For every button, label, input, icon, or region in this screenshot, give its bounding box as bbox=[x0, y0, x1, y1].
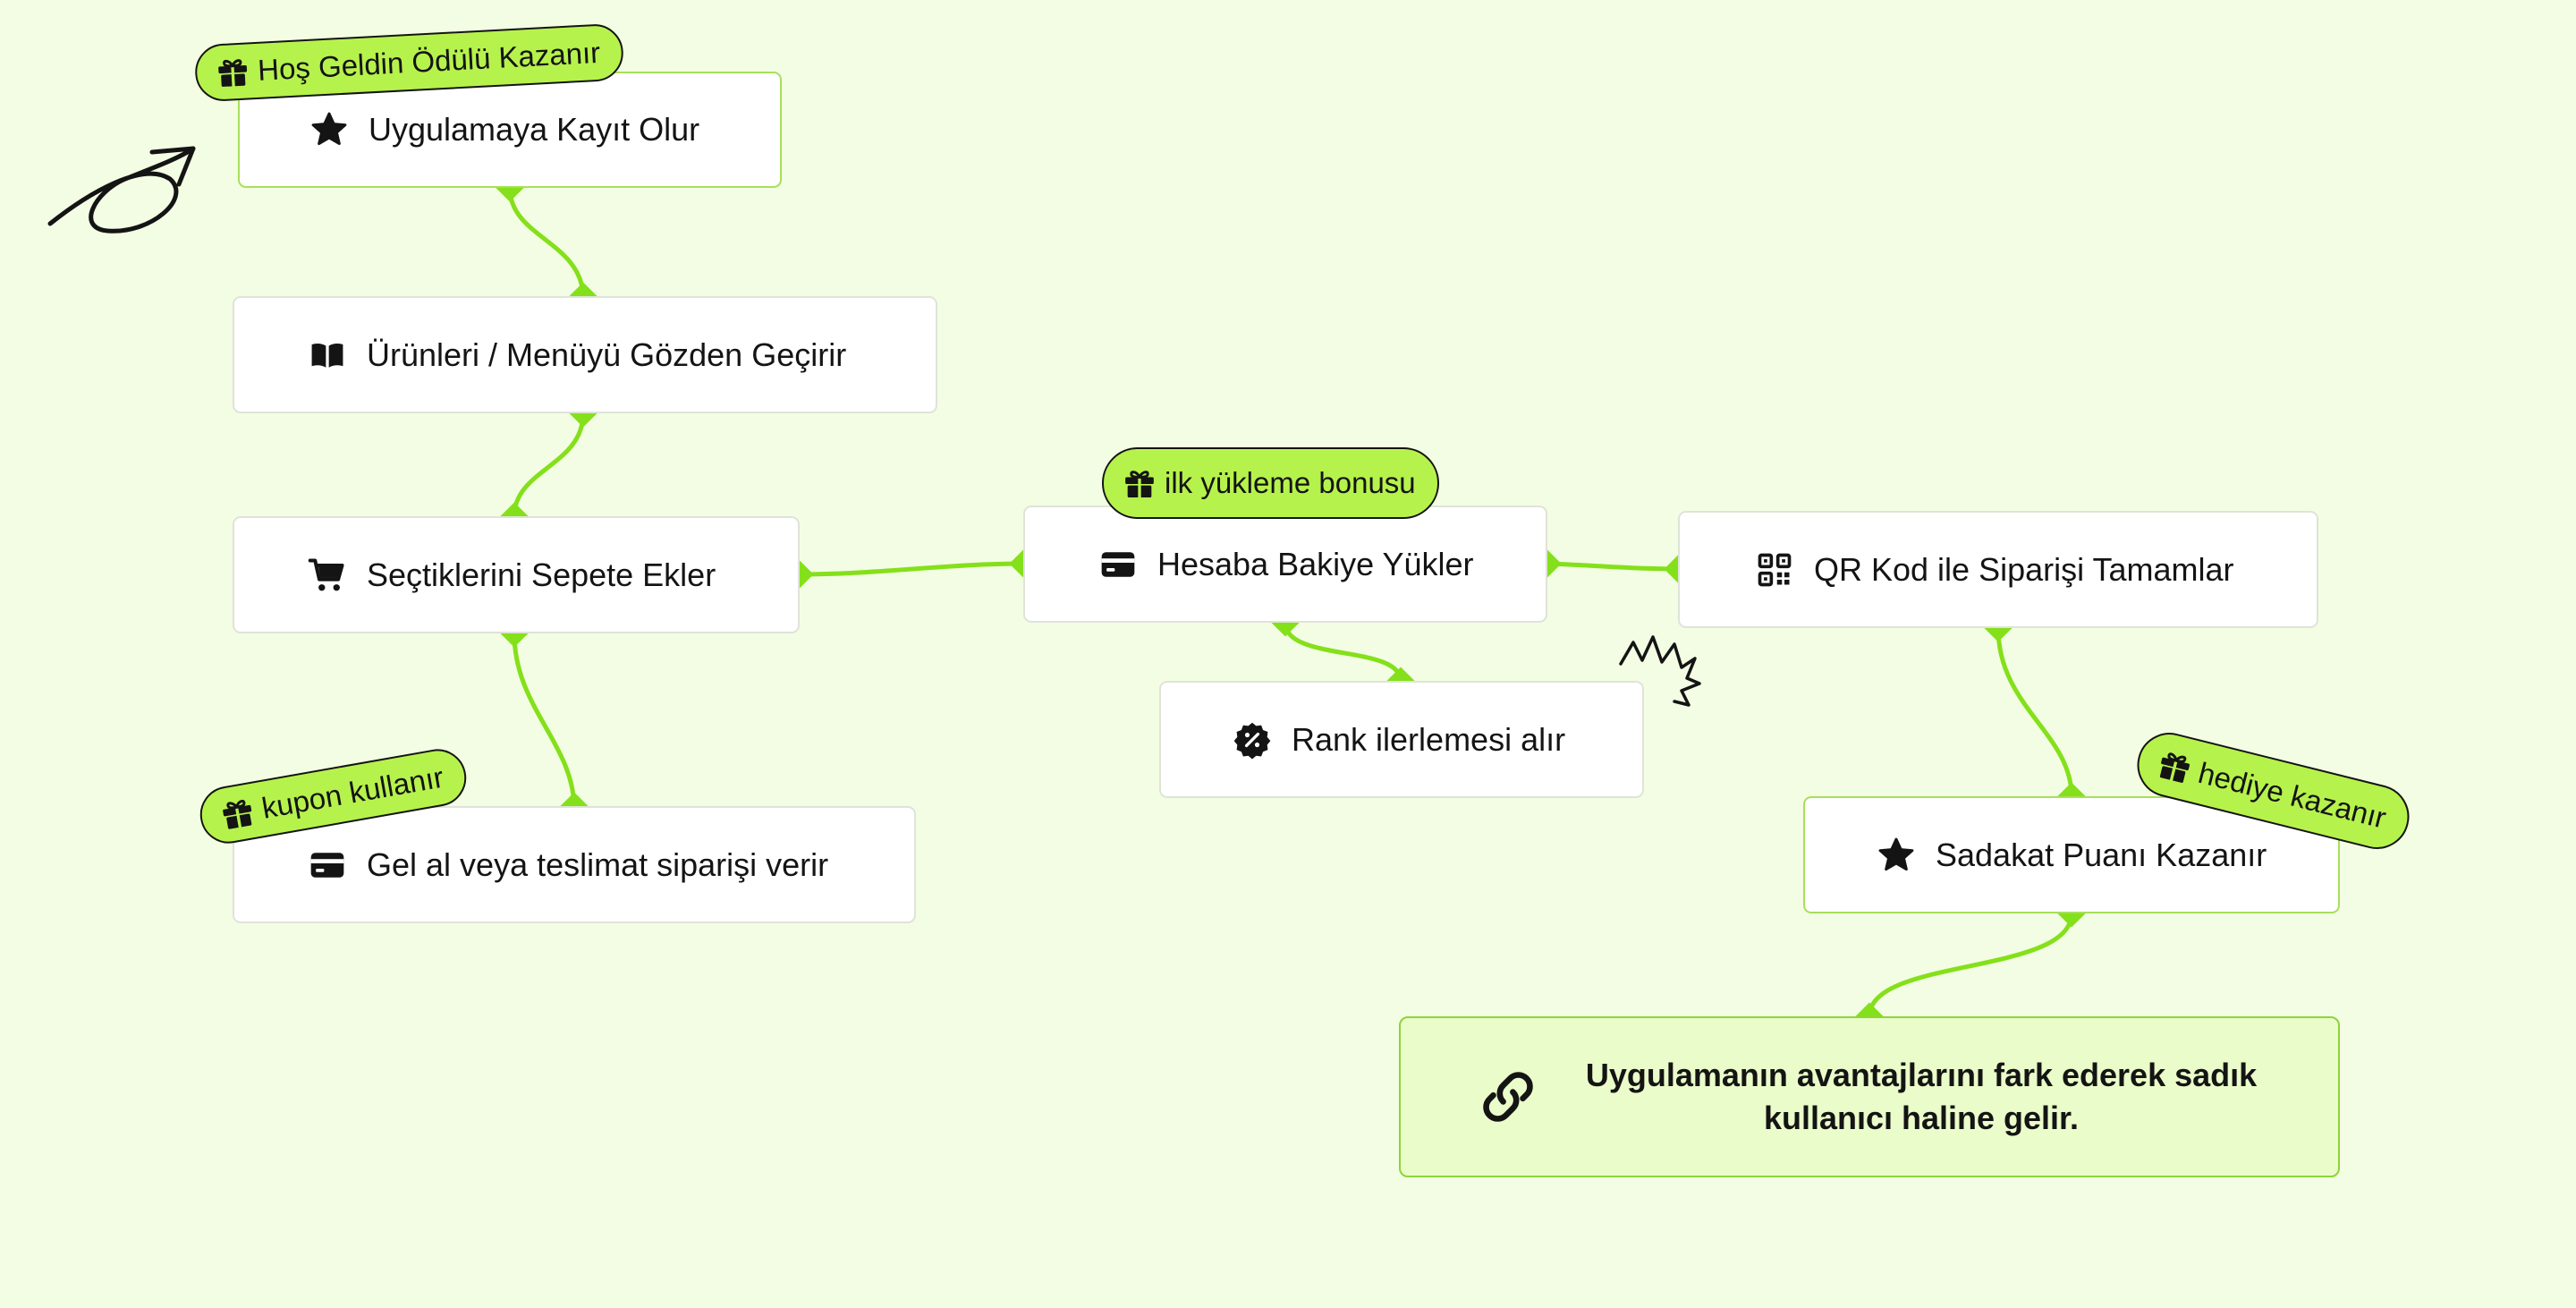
discount-badge-icon bbox=[1233, 720, 1272, 760]
node-label: Ürünleri / Menüyü Gözden Geçirir bbox=[367, 335, 847, 373]
connector-topup-qr bbox=[1545, 561, 1681, 572]
node-label: Uygulamaya Kayıt Olur bbox=[369, 111, 700, 148]
card-icon bbox=[308, 845, 347, 885]
node-label: Hesaba Bakiye Yükler bbox=[1157, 545, 1474, 582]
node-label: Gel al veya teslimat siparişi verir bbox=[367, 845, 829, 883]
badge-label: Hoş Geldin Ödülü Kazanır bbox=[257, 35, 602, 87]
node-loyalty: Sadakat Puanı Kazanır bbox=[1803, 796, 2340, 913]
gift-icon bbox=[216, 793, 258, 834]
badge-first-topup: ilk yükleme bonusu bbox=[1102, 447, 1439, 519]
node-topup: Hesaba Bakiye Yükler bbox=[1023, 505, 1547, 623]
final-text: Uygulamanın avantajlarını fark ederek sa… bbox=[1585, 1057, 2258, 1136]
node-final: Uygulamanın avantajlarını fark ederek sa… bbox=[1399, 1016, 2340, 1177]
star-icon bbox=[309, 110, 349, 149]
badge-label: ilk yükleme bonusu bbox=[1165, 466, 1416, 499]
book-icon bbox=[308, 335, 347, 375]
badge-welcome: Hoş Geldin Ödülü Kazanır bbox=[193, 22, 625, 103]
badge-coupon: kupon kullanır bbox=[195, 744, 471, 848]
connector-qr-loyalty bbox=[1996, 625, 2074, 799]
connector-cart-order bbox=[512, 631, 577, 809]
qr-code-icon bbox=[1755, 550, 1794, 590]
link-icon bbox=[1476, 1065, 1540, 1129]
node-rank: Rank ilerlemesi alır bbox=[1159, 681, 1644, 798]
connector-register-browse bbox=[507, 185, 586, 299]
badge-gift: hediye kazanır bbox=[2130, 726, 2416, 856]
connector-cart-topup bbox=[797, 561, 1026, 577]
gift-icon bbox=[2153, 744, 2196, 787]
gift-icon bbox=[214, 53, 251, 90]
node-label: Sadakat Puanı Kazanır bbox=[1936, 836, 2267, 873]
connector-topup-rank bbox=[1283, 620, 1403, 684]
connector-browse-cart bbox=[512, 411, 586, 519]
star-icon bbox=[1877, 836, 1916, 875]
gift-icon bbox=[1122, 465, 1157, 501]
node-browse: Ürünleri / Menüyü Gözden Geçirir bbox=[233, 296, 937, 413]
node-cart: Seçtiklerini Sepete Ekler bbox=[233, 516, 800, 633]
connector-loyalty-final bbox=[1867, 911, 2074, 1019]
node-label: Seçtiklerini Sepete Ekler bbox=[367, 556, 716, 593]
node-order: Gel al veya teslimat siparişi verir bbox=[233, 806, 916, 923]
node-label: QR Kod ile Siparişi Tamamlar bbox=[1814, 550, 2234, 588]
node-qr: QR Kod ile Siparişi Tamamlar bbox=[1678, 511, 2318, 628]
card-icon bbox=[1098, 545, 1138, 584]
cart-icon bbox=[308, 556, 347, 595]
node-label: Rank ilerlemesi alır bbox=[1292, 720, 1566, 758]
